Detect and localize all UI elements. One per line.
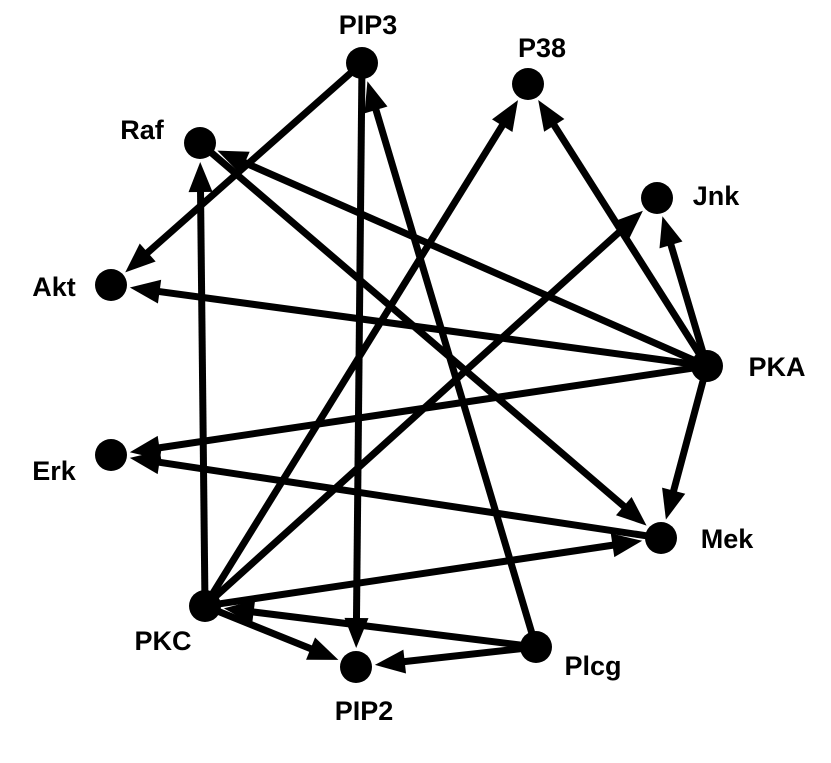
nodes-layer — [95, 47, 723, 683]
arrowhead — [306, 637, 339, 660]
arrowhead — [129, 279, 162, 304]
edge-plcg-to-pip3 — [364, 81, 538, 641]
node-label-raf: Raf — [120, 115, 165, 145]
edge-pka-to-jnk — [659, 216, 709, 360]
edge-pka-to-raf — [217, 150, 702, 366]
node-label-jnk: Jnk — [693, 181, 741, 211]
arrowhead — [610, 533, 643, 558]
edge-line — [239, 157, 702, 366]
edge-line — [400, 644, 529, 666]
node-label-pip3: PIP3 — [339, 10, 398, 40]
edge-plcg-to-pkc — [223, 600, 529, 650]
edge-pkc-to-mek — [212, 533, 643, 609]
node-label-mek: Mek — [701, 524, 755, 554]
node-akt — [95, 269, 127, 301]
arrowhead — [615, 497, 647, 526]
arrowhead — [217, 150, 250, 174]
edge-line — [352, 70, 366, 623]
labels-layer: PIP3 P38 Raf Jnk Akt PKA Erk Mek PKC Plc… — [32, 10, 805, 726]
edge-raf-to-mek — [203, 145, 647, 526]
node-label-erk: Erk — [32, 456, 77, 486]
edge-line — [211, 605, 316, 654]
arrowhead — [662, 487, 686, 520]
arrowhead — [659, 216, 683, 249]
edge-line — [212, 541, 618, 609]
node-pkc — [189, 590, 221, 622]
node-label-plcg: Plcg — [564, 651, 621, 681]
arrowhead — [374, 649, 407, 674]
edge-line — [196, 187, 209, 599]
edge-line — [669, 372, 709, 496]
edge-line — [208, 225, 626, 604]
arrowhead — [364, 81, 388, 114]
edge-pkc-to-jnk — [208, 210, 643, 604]
edge-line — [154, 458, 654, 541]
node-label-pka: PKA — [748, 352, 805, 382]
node-jnk — [641, 182, 673, 214]
arrowhead — [538, 100, 565, 132]
edge-pkc-to-pip2 — [211, 605, 339, 660]
node-label-akt: Akt — [32, 272, 76, 302]
edge-mek-to-erk — [129, 450, 654, 541]
edge-pkc-to-p38 — [206, 100, 519, 602]
arrowhead — [492, 100, 519, 132]
node-p38 — [512, 68, 544, 100]
edge-line — [371, 105, 538, 641]
edge-pkc-to-raf — [188, 161, 213, 599]
node-mek — [645, 522, 677, 554]
node-erk — [95, 439, 127, 471]
node-raf — [184, 127, 216, 159]
edge-pka-to-mek — [662, 372, 709, 520]
node-pip3 — [346, 47, 378, 79]
node-label-pkc: PKC — [134, 626, 191, 656]
edge-line — [203, 145, 630, 512]
node-pip2 — [340, 651, 372, 683]
edge-line — [155, 287, 700, 369]
edge-pka-to-p38 — [538, 100, 706, 362]
arrowhead — [129, 450, 162, 475]
edge-line — [666, 240, 709, 360]
arrowhead — [223, 600, 256, 624]
node-label-pip2: PIP2 — [335, 696, 394, 726]
edges-layer — [125, 65, 709, 674]
edge-plcg-to-pip2 — [374, 644, 529, 674]
node-label-p38: P38 — [518, 33, 566, 63]
edge-line — [154, 363, 700, 452]
edge-pka-to-akt — [129, 279, 700, 369]
arrowhead — [612, 210, 643, 240]
arrowhead — [188, 161, 213, 193]
node-pka — [691, 350, 723, 382]
edge-line — [206, 120, 508, 602]
arrowhead — [125, 243, 156, 273]
edge-line — [249, 608, 529, 650]
node-plcg — [520, 631, 552, 663]
edge-line — [549, 120, 706, 362]
